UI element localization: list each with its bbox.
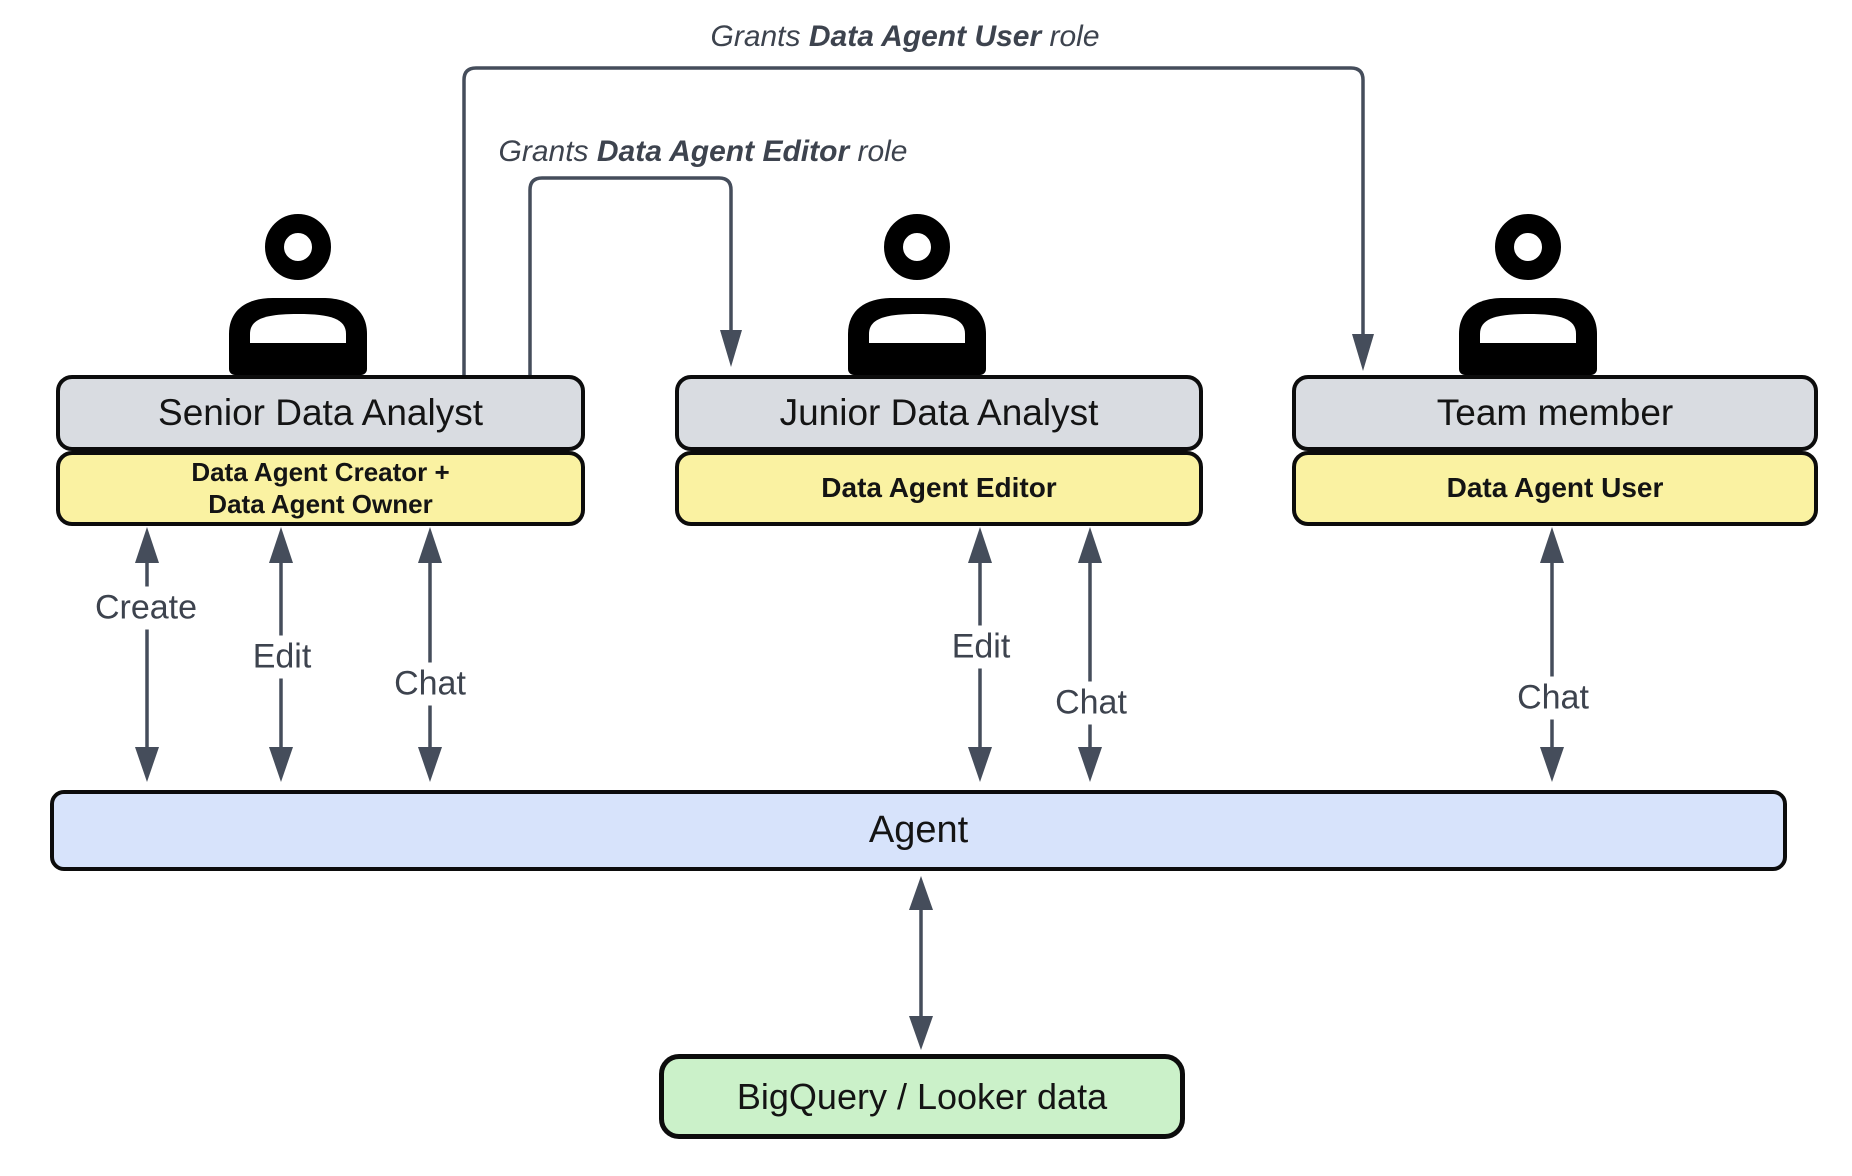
actor-card-senior: Senior Data Analyst Data Agent Creator +… <box>56 375 585 526</box>
edge-label-chat-senior: Chat <box>386 662 474 706</box>
actor-name-junior: Junior Data Analyst <box>675 375 1203 451</box>
agent-bar: Agent <box>50 790 1787 871</box>
grant-user-prefix: Grants <box>710 20 809 53</box>
edge-label-chat-junior: Chat <box>1047 681 1135 725</box>
actor-role-team-member-line1: Data Agent User <box>1446 472 1664 504</box>
datasource-box: BigQuery / Looker data <box>659 1054 1185 1139</box>
arrowheads <box>135 330 1564 1050</box>
edge-label-edit-senior: Edit <box>244 635 320 679</box>
grant-user-connector-line <box>462 66 1365 378</box>
person-icon-senior <box>229 214 367 375</box>
grant-editor-suffix: role <box>849 135 908 168</box>
grant-editor-role-name: Data Agent Editor <box>596 135 850 168</box>
grant-editor-role-label: Grants Data Agent Editor role <box>499 135 908 169</box>
actor-card-junior: Junior Data Analyst Data Agent Editor <box>675 375 1203 526</box>
actor-name-senior: Senior Data Analyst <box>56 375 585 451</box>
grant-editor-prefix: Grants <box>498 135 597 168</box>
edge-label-chat-team: Chat <box>1509 676 1597 720</box>
grant-user-role-name: Data Agent User <box>808 20 1042 53</box>
grant-editor-connector-line <box>528 176 733 378</box>
actor-name-team-member: Team member <box>1292 375 1818 451</box>
actor-role-senior-line2: Data Agent Owner <box>208 488 433 519</box>
actor-role-team-member: Data Agent User <box>1292 451 1818 526</box>
actor-role-senior: Data Agent Creator + Data Agent Owner <box>56 451 585 526</box>
edge-label-create: Create <box>86 586 206 630</box>
actor-role-junior: Data Agent Editor <box>675 451 1203 526</box>
edge-label-edit-junior: Edit <box>943 625 1019 669</box>
grant-user-suffix: role <box>1041 20 1100 53</box>
actor-card-team-member: Team member Data Agent User <box>1292 375 1818 526</box>
person-icon-team-member <box>1459 214 1597 375</box>
actor-role-junior-line1: Data Agent Editor <box>821 472 1057 504</box>
actor-role-senior-line1: Data Agent Creator + <box>191 456 450 487</box>
person-icon-junior <box>848 214 986 375</box>
grant-user-role-label: Grants Data Agent User role <box>710 20 1099 54</box>
